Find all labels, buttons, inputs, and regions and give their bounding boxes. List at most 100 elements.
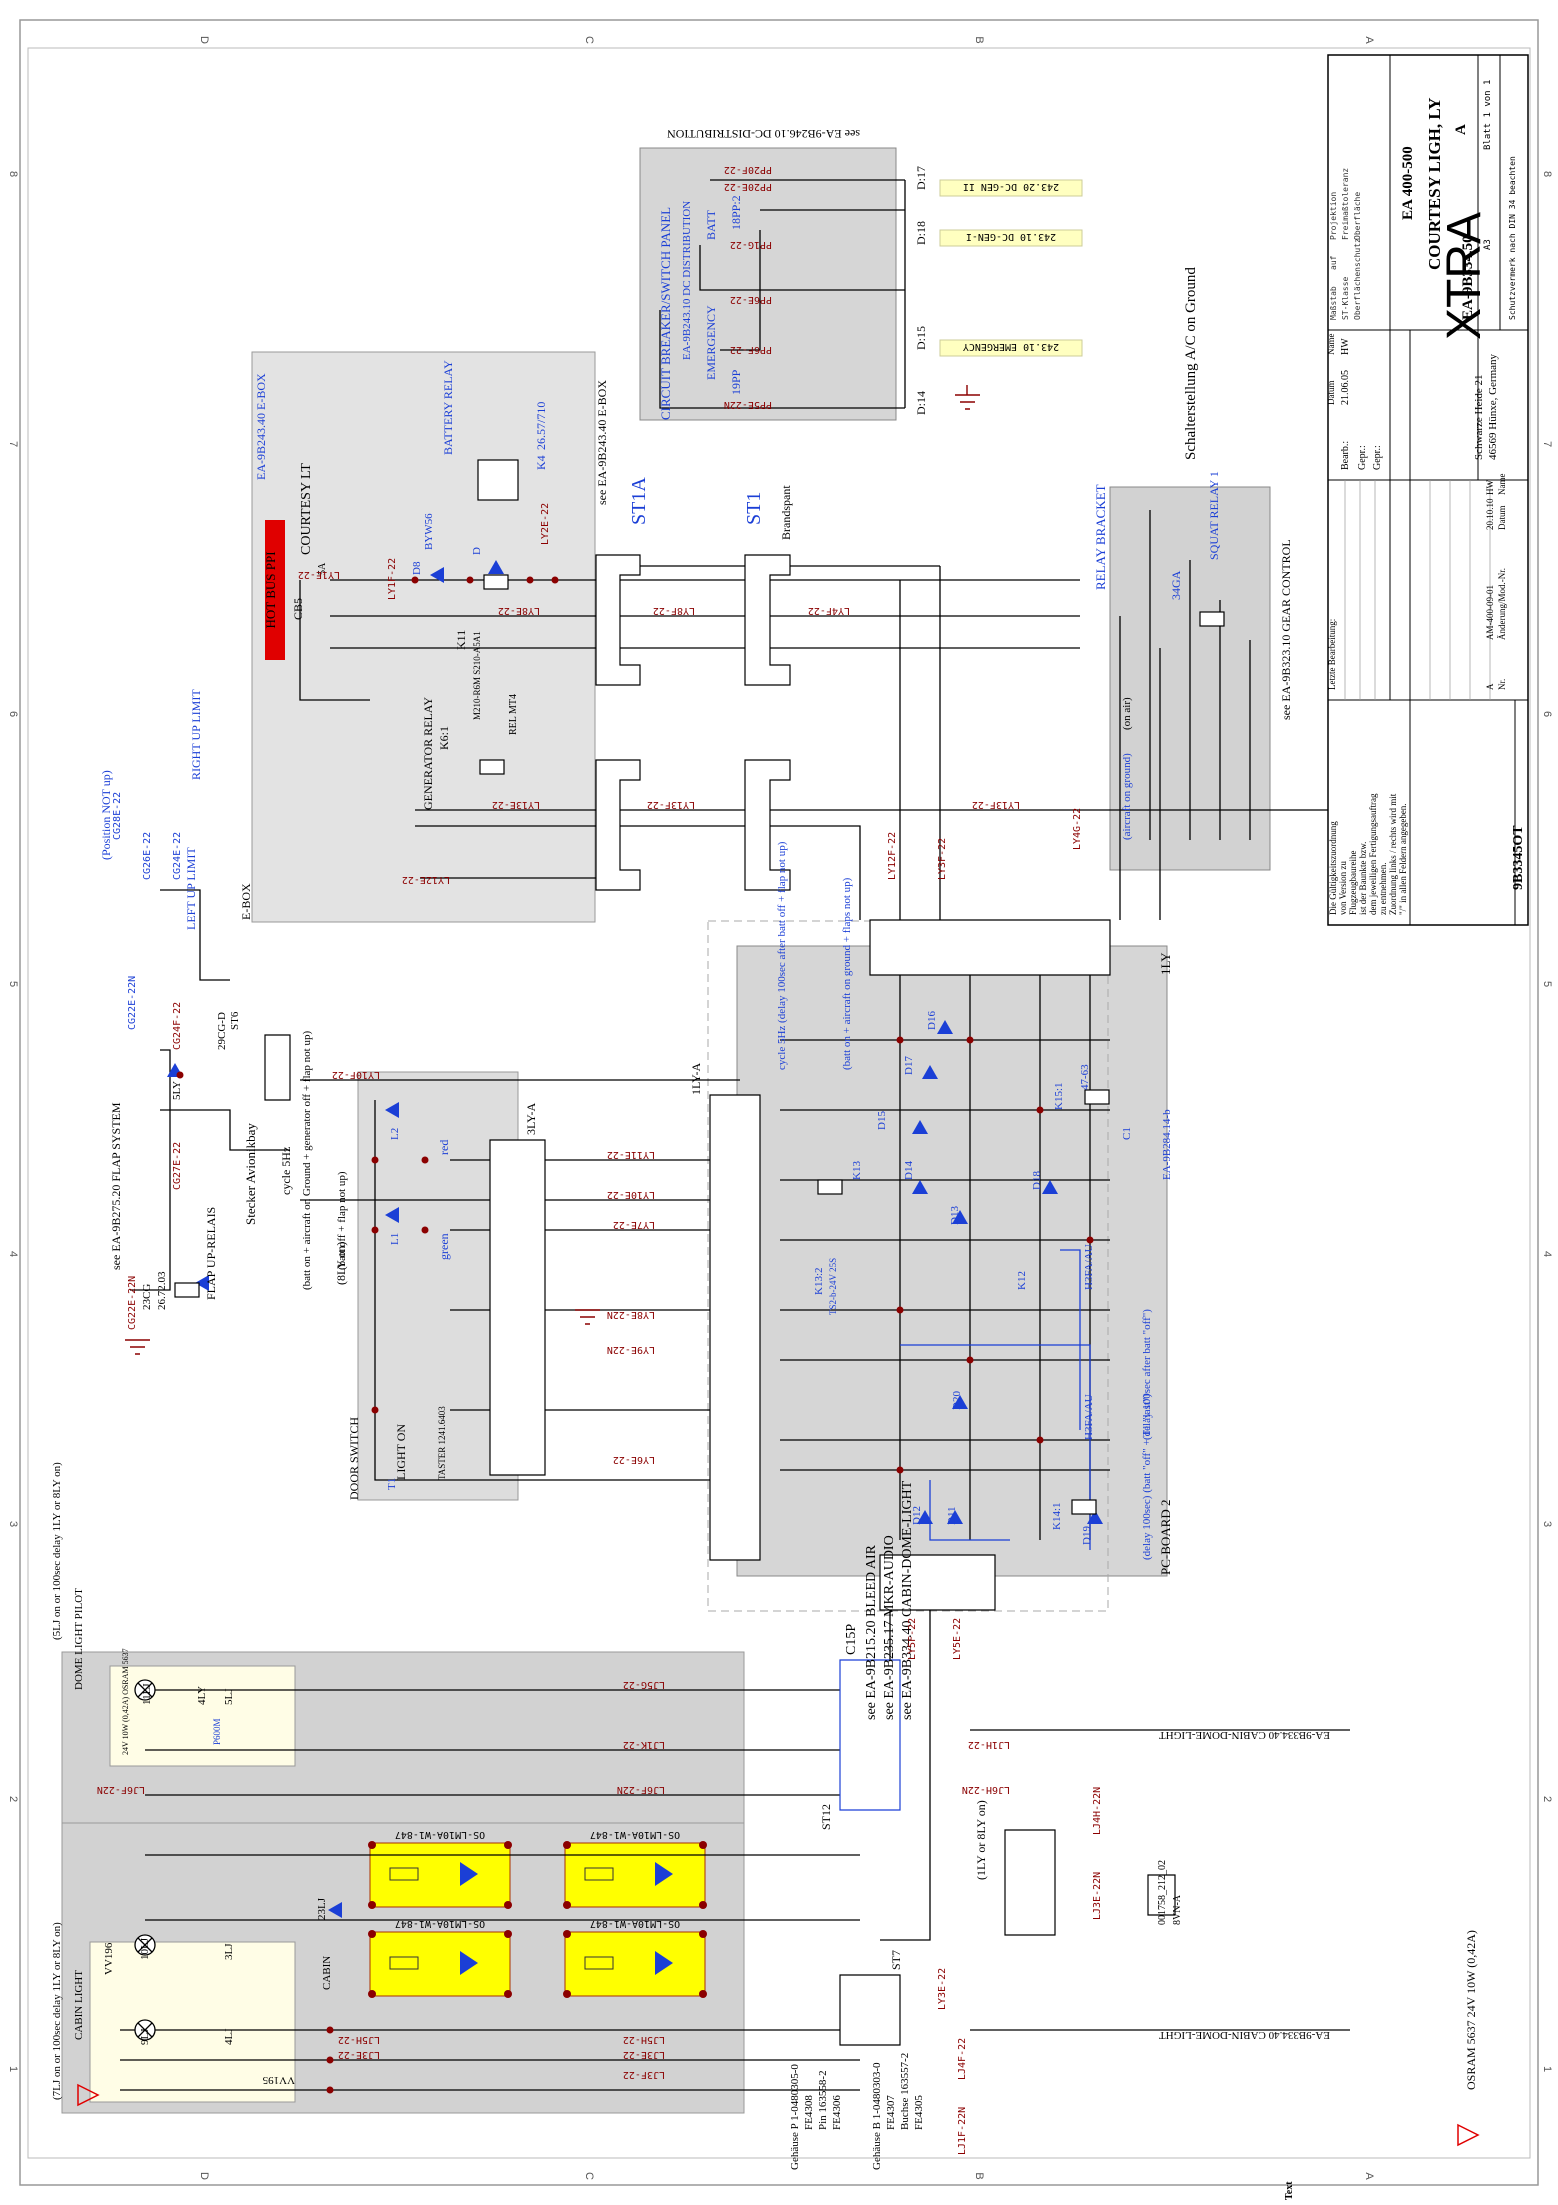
wire-lj3e: LJ3E-22 <box>623 2049 665 2060</box>
battery-relay: BATTERY RELAY <box>441 360 455 455</box>
scale-labels: Maßstab auf Projektion ST-Klasse Freimaß… <box>1329 168 1362 320</box>
wire-lj1f: LJ1F-22N <box>957 2107 968 2155</box>
zone-r8: 8 <box>1541 171 1553 177</box>
wire-lj4h: LJ4H-22N <box>1092 1787 1103 1835</box>
led-red: red <box>437 1140 451 1155</box>
checked: Gepr.: <box>1357 445 1368 470</box>
ref-d11: D11 <box>946 1506 958 1525</box>
led-label-2: OS-LM10A-W1-847 <box>590 1829 680 1840</box>
zone-n3: 3 <box>7 1521 19 1527</box>
wire-lj3e-left: LJ3E-22 <box>338 2049 380 2060</box>
diode-d11 <box>947 1510 963 1524</box>
conn-ref: 001758_212_02 <box>1157 1860 1168 1925</box>
wire-cg24e: CG24E-22 <box>172 832 183 880</box>
see-dome: see EA-9B334.40 CABIN-DOME-LIGHT <box>900 1480 915 1720</box>
emergency-label: EMERGENCY <box>704 305 718 380</box>
wire-lj3f: LJ3F-22 <box>623 2069 665 2080</box>
wire-ly8f: LY8F-22 <box>653 605 695 616</box>
relay-bracket-see: see EA-9B323.10 GEAR CONTROL <box>1279 539 1293 720</box>
connector-dome-plug <box>1004 1829 1176 1936</box>
led-module-3 <box>369 1931 511 1997</box>
zone-top-d: D <box>198 36 210 44</box>
ref-d15: D15 <box>876 1111 888 1130</box>
labels: EA-9B243.40 E-BOX see EA-9B243.40 E-BOX … <box>51 127 1478 2200</box>
led-label-3: OS-LM10A-W1-847 <box>395 1918 485 1929</box>
cb-panel-sub: EA-9B243.10 DC DISTRIBUTION <box>681 201 693 360</box>
connector-3ly <box>264 1034 546 1476</box>
zone-n4: 4 <box>7 1251 19 1257</box>
gehause-b: Gehäuse B 1-0480303-0 <box>871 2062 883 2170</box>
wire-pp20f: PP20F-22 <box>724 164 772 175</box>
lamps <box>134 1679 156 2041</box>
switch-19pp: 19PP <box>729 369 743 395</box>
note-1: Die Gültigkeitszuordnung <box>1328 821 1338 915</box>
pc-board-2 <box>736 945 1168 1577</box>
diode-d <box>488 560 504 574</box>
dome-lamp-spec: 24V 10W (0,42A) OSRAM 5637 <box>121 1648 130 1755</box>
note-3: Flugzeugbaureihe <box>1348 851 1358 915</box>
zone-r1: 1 <box>1541 2066 1553 2072</box>
ref-st6: ST6 <box>229 1011 241 1030</box>
schalter-note: Schalterstellung A/C on Ground <box>1183 267 1199 460</box>
relay-k4 <box>477 459 519 501</box>
yellow-tags: 243.20 DC-GEN II 243.10 DC-GEN-I 243.10 … <box>939 179 1083 357</box>
fe4307: FE4307 <box>885 2095 897 2130</box>
wire-ly11e: LY11E-22 <box>607 1149 655 1160</box>
led-module-4 <box>564 1931 706 1997</box>
diode-d14 <box>912 1180 928 1194</box>
cabin-lamp-area <box>89 1941 296 2103</box>
note-2: von Version zu <box>1338 861 1348 915</box>
fe4308: FE4308 <box>803 2095 815 2130</box>
wire-lj5h: LJ5H-22 <box>623 2034 665 2045</box>
diode-d13 <box>952 1210 968 1224</box>
ref-h3fa: H3FA/AU <box>1083 1244 1095 1290</box>
connector-st1 <box>744 554 791 891</box>
zone-markers: D C B A D C B A 1 2 3 4 5 6 7 8 1 2 3 4 … <box>7 36 1553 2180</box>
drawn-date: 21.06.05 <box>1340 370 1351 405</box>
ref-c1-val: 47-63 <box>1079 1064 1091 1090</box>
brandspant-label: Brandspant <box>779 485 793 540</box>
ily-or: (1LY or 8LY on) <box>974 1800 988 1880</box>
gehause-p: Gehäuse P 1-0480305-0 <box>789 2064 801 2170</box>
cabin-switch-label: CABIN <box>321 1956 333 1990</box>
ref-p600m: P600M <box>212 1718 222 1745</box>
pcb-cycle-2: (batt on + aircraft on ground + flaps no… <box>841 877 853 1070</box>
warning-triangles <box>77 2083 1480 2147</box>
drawing-title: COURTESY LIGH, LY <box>1425 98 1444 270</box>
cabin-dome-top: EA-9B334.40 CABIN-DOME-LIGHT <box>1159 1729 1330 1741</box>
wire-lj5h-left: LJ5H-22 <box>338 2034 380 2045</box>
zone-r2: 2 <box>1541 1796 1553 1802</box>
zone-r7: 7 <box>1541 441 1553 447</box>
ref-4lj: 4LJ <box>223 2028 235 2045</box>
ref-d: D <box>471 547 483 555</box>
pcb-ily: 1LY <box>1158 952 1173 975</box>
on-air: (on air) <box>1121 697 1133 730</box>
dome-pilot-title: DOME LIGHT PILOT <box>73 1588 85 1690</box>
diode-d15 <box>912 1120 928 1134</box>
wire-cg27e: CG27E-22 <box>172 1142 183 1190</box>
tag-gen1-text: 243.10 DC-GEN-I <box>966 231 1056 242</box>
ref-d18: D18 <box>1031 1171 1043 1190</box>
ref-d12: D12 <box>911 1506 923 1525</box>
wire-labels: LY1F-22 LY1E-22 LY2E-22 LY8E-22 LY8F-22 … <box>97 164 1103 2155</box>
ily-a: 1LY-A <box>689 1063 703 1095</box>
diode-4ly <box>195 1275 209 1291</box>
squat-relay: SQUAT RELAY 1 <box>1207 471 1221 560</box>
zone-n7: 7 <box>7 441 19 447</box>
ref-d14: D14 <box>903 1161 915 1180</box>
batt-label: BATT <box>704 209 718 240</box>
ebox-title: EA-9B243.40 E-BOX <box>254 373 268 480</box>
k11-label: K11 <box>454 630 468 650</box>
pos-not-up: (Position NOT up) <box>99 770 113 860</box>
note-5: dem jeweiligen Fertigungsauftrag <box>1368 793 1378 915</box>
right-up-limit: RIGHT UP LIMIT <box>189 689 203 780</box>
cycle-note: (batt on + aircraft on Ground + generato… <box>301 1031 313 1290</box>
diode-d18 <box>1042 1180 1058 1194</box>
cabin-light-title: CABIN LIGHT <box>73 1970 85 2040</box>
ebox-label: E-BOX <box>239 883 253 920</box>
three-ly-a: 3LY-A <box>524 1103 538 1135</box>
tag-gen2 <box>939 179 1083 197</box>
name-label: Name <box>1497 474 1507 496</box>
led-green: green <box>437 1233 451 1260</box>
ref-k14: K14:1 <box>1051 1503 1063 1531</box>
